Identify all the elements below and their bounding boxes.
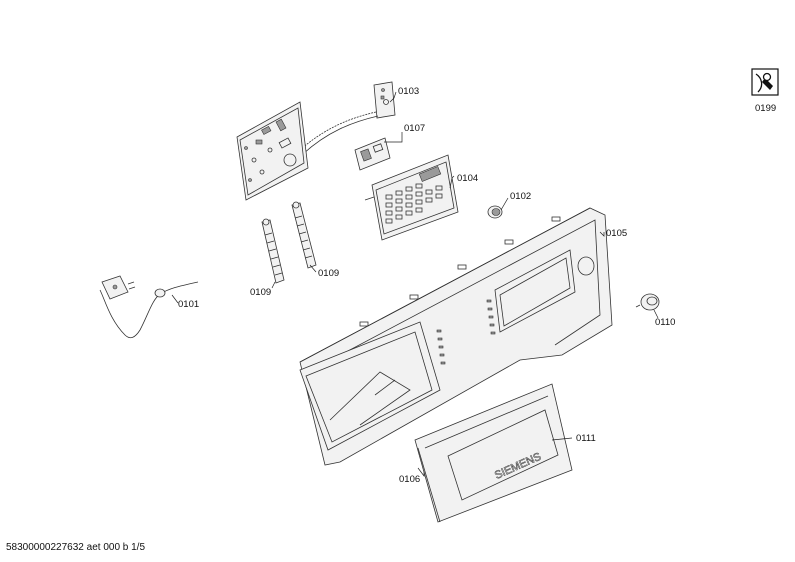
part-0110-knob[interactable] [635,293,660,311]
part-0109-light-guide-right[interactable] [291,201,317,269]
label-0109-right: 0109 [318,268,339,279]
part-0107-module[interactable] [354,137,391,171]
label-0107: 0107 [404,123,425,134]
part-0101-mains-cable[interactable] [99,275,199,339]
document-footer: 58300000227632 aet 000 b 1/5 [6,542,146,553]
part-0109-light-guide-left[interactable] [261,218,285,284]
part-0105-fascia[interactable] [299,207,613,466]
label-0104: 0104 [457,173,478,184]
label-0101: 0101 [178,299,199,310]
part-main-board[interactable] [236,101,309,201]
label-0111: 0111 [576,433,596,444]
wrench-icon [751,68,779,96]
part-0106-drawer-handle[interactable] [414,383,573,523]
label-0102: 0102 [510,191,531,202]
ribbon-cable [299,111,377,151]
part-0104-control-board[interactable] [364,154,459,241]
label-0199: 0199 [755,103,776,114]
label-0105: 0105 [606,228,627,239]
label-0103: 0103 [398,86,419,97]
label-0109-left: 0109 [250,287,271,298]
label-0106: 0106 [399,474,420,485]
leader-lines [171,91,659,478]
part-0103-board[interactable] [373,81,396,119]
part-0102-knob[interactable] [487,205,503,219]
label-0110: 0110 [655,317,675,328]
ribbon-cable-edge [302,115,379,155]
